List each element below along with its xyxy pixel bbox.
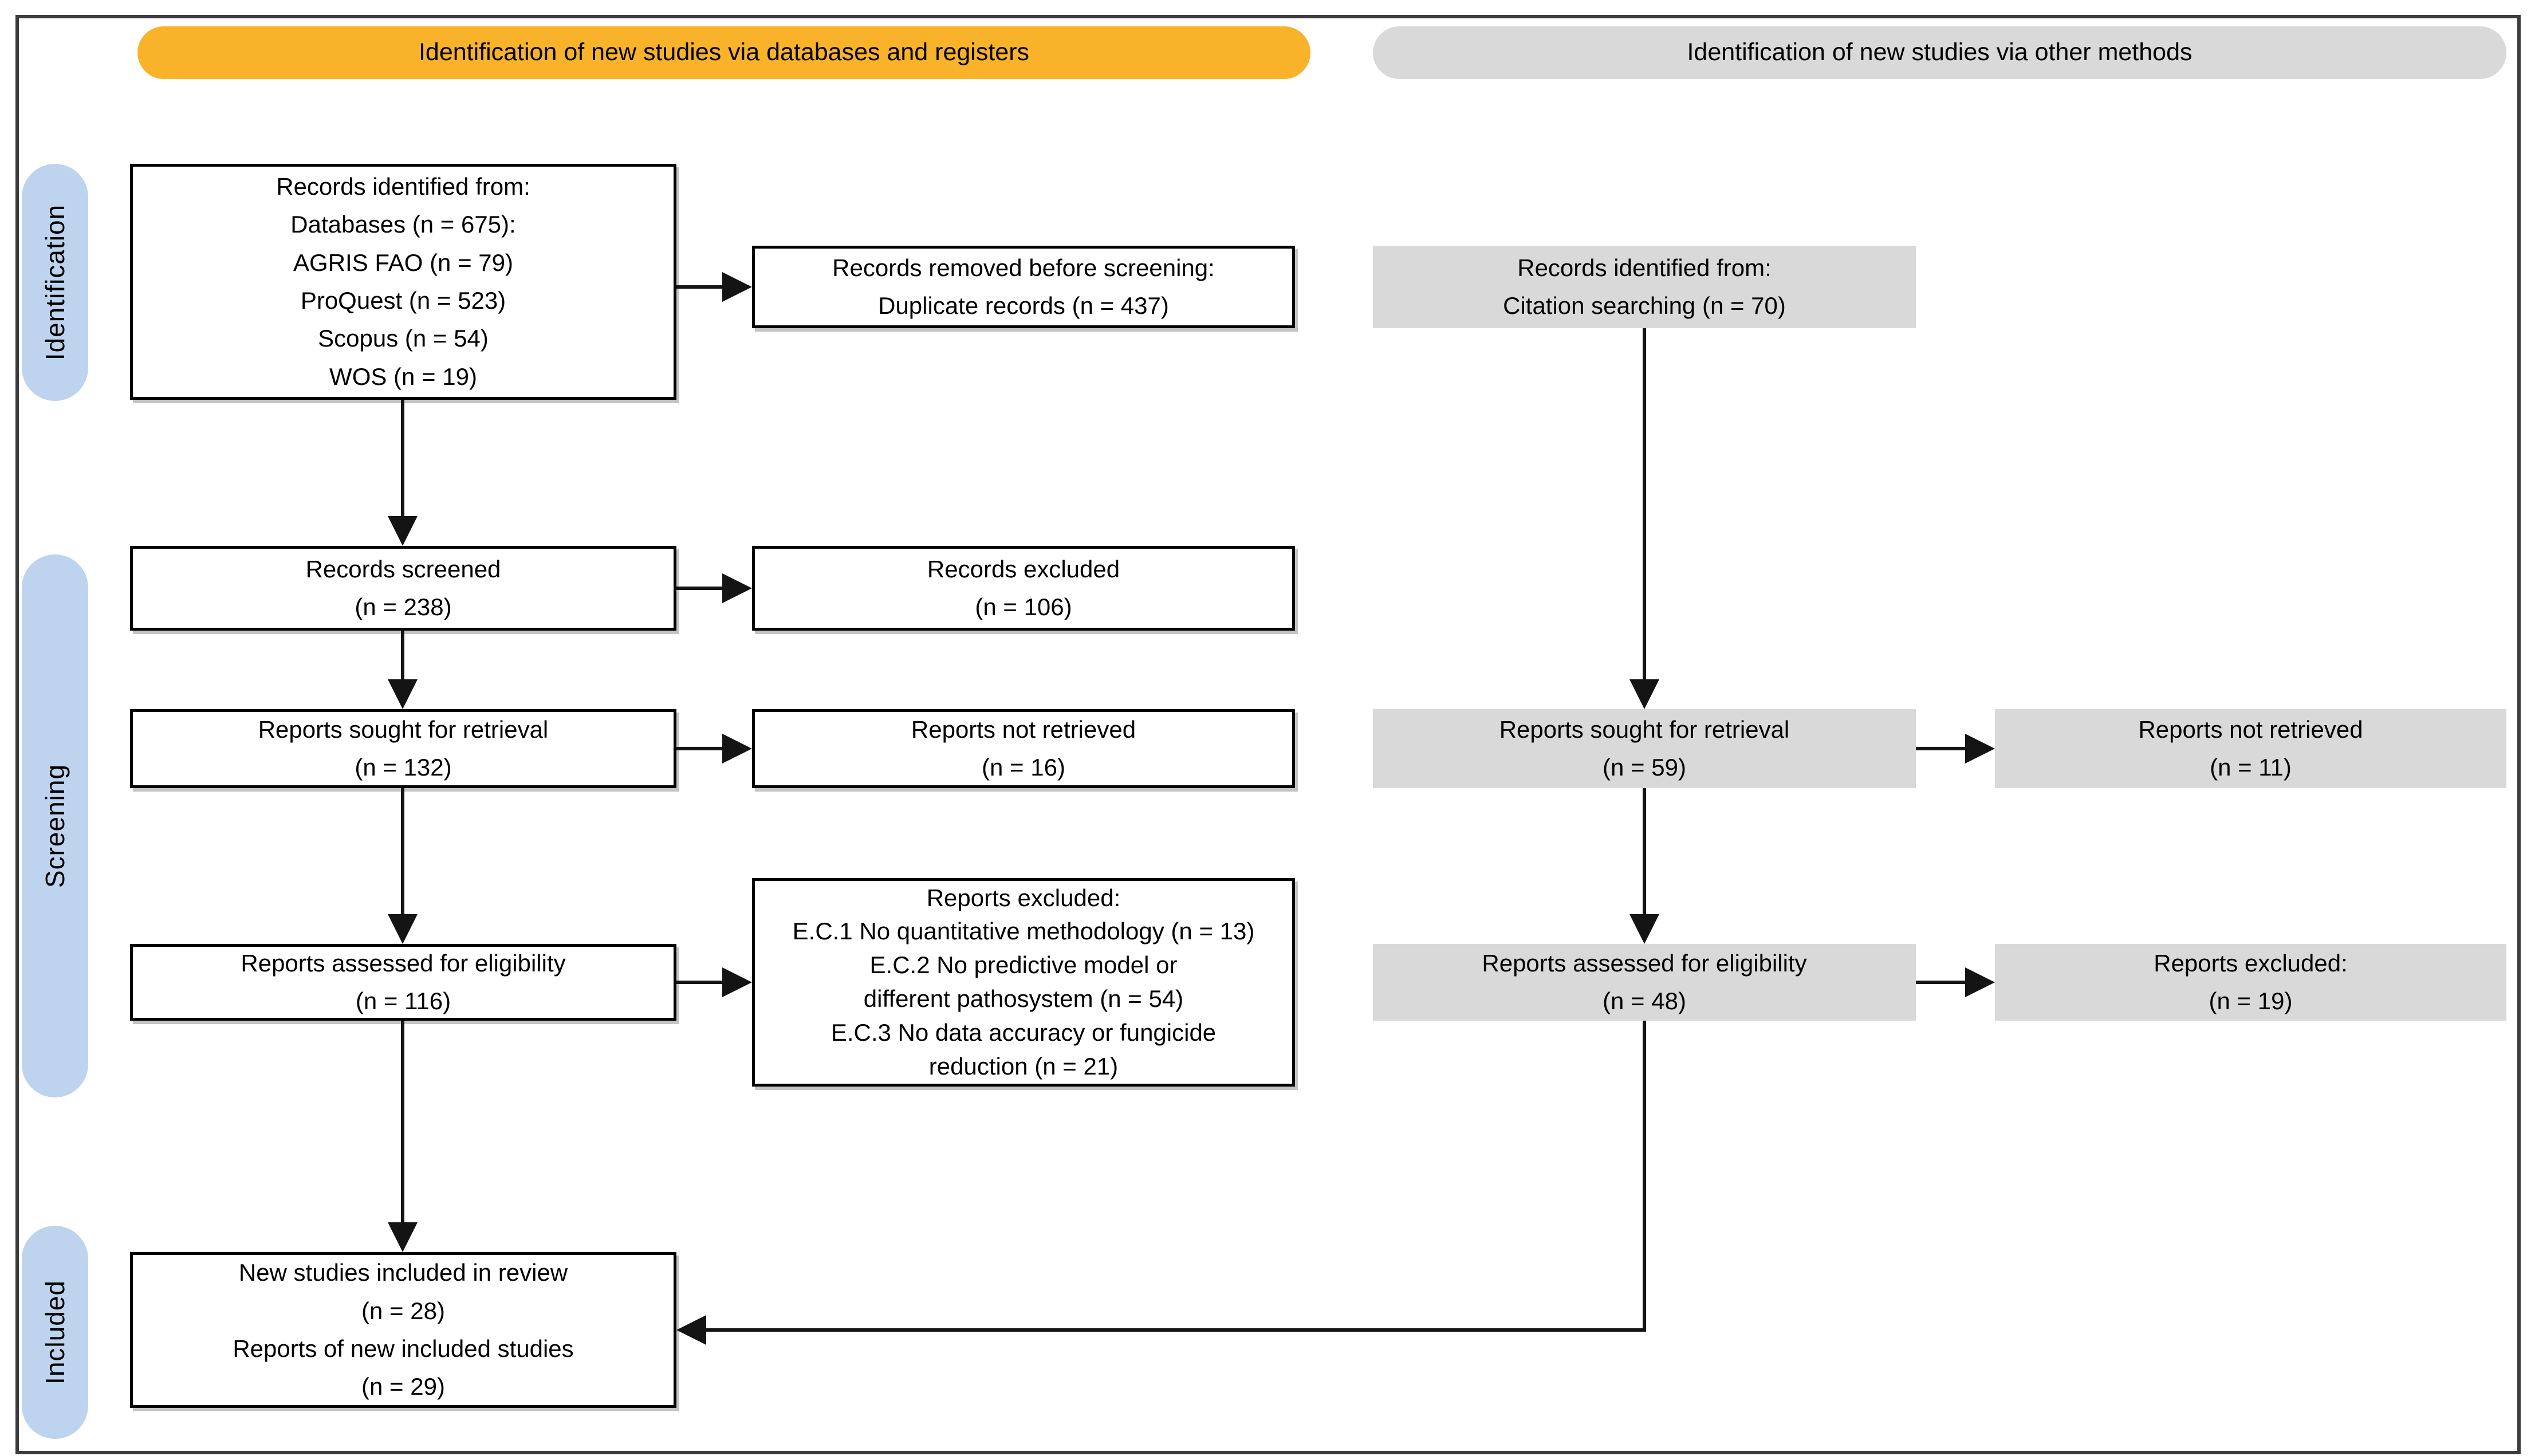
arrow-soughtother-to-assessed-line bbox=[1643, 788, 1646, 914]
header-databases-registers: Identification of new studies via databa… bbox=[137, 26, 1310, 79]
node-reports-excluded-reasons: Reports excluded: E.C.1 No quantitative … bbox=[752, 878, 1295, 1087]
node-new-studies-included: New studies included in review (n = 28) … bbox=[130, 1252, 676, 1408]
arrow-sought-to-notretrieved-line bbox=[676, 747, 722, 750]
stage-screening: Screening bbox=[22, 554, 88, 1097]
node-reports-not-retrieved-databases: Reports not retrieved (n = 16) bbox=[752, 709, 1295, 788]
arrow-identified-to-screened-head-icon bbox=[388, 516, 418, 546]
arrow-screened-to-excluded-line bbox=[676, 587, 722, 590]
arrow-soughtother-to-assessed-head-icon bbox=[1629, 914, 1659, 944]
stage-identification: Identification bbox=[22, 164, 88, 401]
arrow-assessedother-to-excluded-line bbox=[1916, 981, 1965, 984]
arrow-identified-to-removed-head-icon bbox=[722, 272, 752, 302]
arrow-soughtother-to-notretrieved-head-icon bbox=[1965, 734, 1995, 764]
node-records-screened: Records screened (n = 238) bbox=[130, 546, 676, 631]
stage-screening-label: Screening bbox=[40, 764, 70, 888]
arrow-assessed-to-excludedreasons-line bbox=[676, 981, 722, 984]
arrow-citation-to-sought-line bbox=[1643, 328, 1646, 679]
node-reports-excluded-other: Reports excluded: (n = 19) bbox=[1995, 944, 2506, 1021]
stage-included-label: Included bbox=[40, 1280, 70, 1384]
node-records-removed-before-screening: Records removed before screening: Duplic… bbox=[752, 246, 1295, 328]
arrow-identified-to-removed-line bbox=[676, 285, 722, 289]
node-reports-sought-other: Reports sought for retrieval (n = 59) bbox=[1373, 709, 1916, 788]
arrow-assessed-to-excludedreasons-head-icon bbox=[722, 967, 752, 997]
node-records-identified-citation: Records identified from: Citation search… bbox=[1373, 246, 1916, 328]
arrow-assessedother-to-included-vline bbox=[1643, 1021, 1646, 1332]
header-other-methods: Identification of new studies via other … bbox=[1373, 26, 2506, 79]
node-reports-assessed-other: Reports assessed for eligibility (n = 48… bbox=[1373, 944, 1916, 1021]
arrow-sought-to-notretrieved-head-icon bbox=[722, 734, 752, 764]
header-other-methods-label: Identification of new studies via other … bbox=[1687, 38, 2193, 66]
arrow-screened-to-sought-line bbox=[401, 631, 404, 679]
arrow-screened-to-sought-head-icon bbox=[388, 679, 418, 709]
arrow-soughtother-to-notretrieved-line bbox=[1916, 747, 1965, 750]
arrow-assessedother-to-excluded-head-icon bbox=[1965, 967, 1995, 997]
node-reports-not-retrieved-other: Reports not retrieved (n = 11) bbox=[1995, 709, 2506, 788]
arrow-identified-to-screened-line bbox=[401, 400, 404, 516]
node-records-identified-databases: Records identified from: Databases (n = … bbox=[130, 164, 676, 400]
arrow-citation-to-sought-head-icon bbox=[1629, 679, 1659, 709]
stage-identification-label: Identification bbox=[40, 204, 70, 361]
arrow-assessedother-to-included-hline bbox=[706, 1328, 1646, 1332]
arrow-assessed-to-included-line bbox=[401, 1021, 404, 1222]
node-reports-sought-databases: Reports sought for retrieval (n = 132) bbox=[130, 709, 676, 788]
header-databases-registers-label: Identification of new studies via databa… bbox=[418, 38, 1030, 66]
arrow-screened-to-excluded-head-icon bbox=[722, 573, 752, 603]
node-reports-assessed-databases: Reports assessed for eligibility (n = 11… bbox=[130, 944, 676, 1021]
stage-included: Included bbox=[22, 1226, 88, 1439]
arrow-assessedother-to-included-head-icon bbox=[676, 1315, 706, 1345]
node-records-excluded: Records excluded (n = 106) bbox=[752, 546, 1295, 631]
arrow-assessed-to-included-head-icon bbox=[388, 1222, 418, 1252]
arrow-sought-to-assessed-head-icon bbox=[388, 914, 418, 944]
arrow-sought-to-assessed-line bbox=[401, 788, 404, 914]
